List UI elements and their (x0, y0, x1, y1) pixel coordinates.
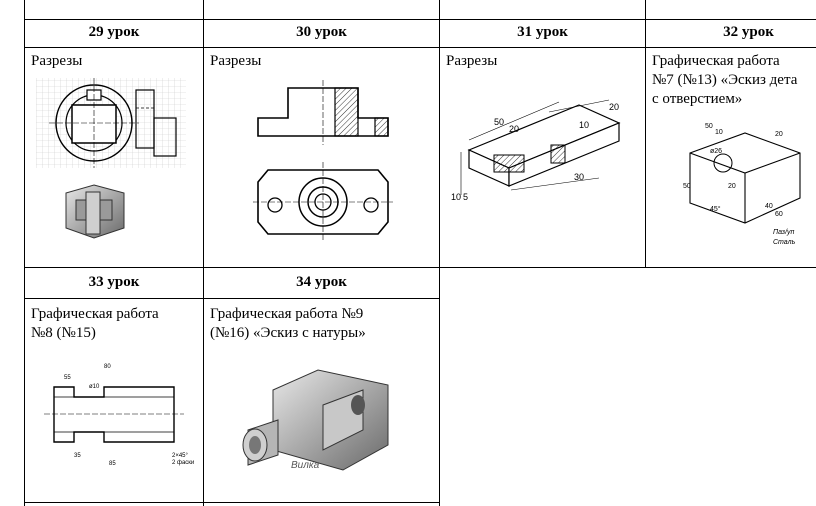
note-text: Паз/уп (773, 229, 795, 236)
drawing-33: 80 55 ø10 35 85 2×45° 2 фаски (44, 364, 194, 467)
title-line: Графическая работа №9 (210, 306, 364, 322)
lesson-header: 33 урок (88, 274, 140, 290)
lesson-title: Графическая работа №8 (№15) (31, 305, 159, 343)
lesson-header: 34 урок (296, 274, 347, 290)
lesson-title: Графическая работа №9 (№16) «Эскиз с нат… (210, 305, 366, 343)
dim-label: ø10 (89, 384, 100, 390)
grid-line (24, 267, 816, 268)
dim-label: 30 (574, 172, 584, 182)
lesson-title: Разрезы (210, 53, 262, 69)
dim-label: 10 (451, 192, 461, 202)
dim-label: 50 (705, 123, 713, 130)
grid-line (439, 0, 440, 506)
grid-line (24, 502, 439, 503)
dim-label: 20 (728, 183, 736, 190)
dim-label: 2 фаски (172, 460, 194, 466)
grid-line (24, 298, 439, 299)
title-line: Графическая работа (652, 53, 780, 69)
dim-label: 5 (463, 192, 468, 202)
grid-line (24, 47, 816, 48)
dim-label: ø26 (710, 148, 722, 155)
dim-label: 10 (715, 129, 723, 136)
grid-line (24, 19, 816, 20)
dim-label: 20 (609, 102, 619, 112)
dim-label: 80 (104, 364, 111, 370)
dim-label: 60 (775, 211, 783, 218)
lesson-title: Графическая работа №7 (№13) «Эскиз дета … (652, 52, 816, 109)
dim-label: 20 (775, 131, 783, 138)
note-text: Сталь (773, 239, 796, 246)
dim-label: 35 (74, 453, 81, 459)
dim-label: 20 (509, 124, 519, 134)
dim-label: 40 (765, 203, 773, 210)
caption-text: Вилка (291, 460, 320, 471)
drawing-34: Вилка (242, 369, 389, 471)
dim-label: 2×45° (172, 453, 189, 459)
title-line: №7 (№13) «Эскиз дета (652, 72, 798, 88)
dim-label: 10 (579, 120, 589, 130)
lesson-title: Разрезы (31, 53, 83, 69)
lesson-header: 31 урок (517, 24, 568, 40)
dim-label: 45° (710, 205, 721, 213)
title-line: №8 (№15) (31, 325, 96, 341)
dim-label: 50 (494, 117, 504, 127)
grid-line (645, 0, 646, 268)
drawing-30 (253, 80, 393, 242)
drawing-29 (36, 78, 186, 239)
drawing-31: 50 20 20 10 30 10 5 (451, 99, 621, 202)
title-line: (№16) «Эскиз с натуры» (210, 325, 366, 341)
lesson-header: 32 урок (723, 24, 774, 40)
lesson-header: 29 урок (88, 24, 140, 40)
title-line: Графическая работа (31, 306, 159, 322)
dim-label: 50 (683, 183, 691, 190)
lesson-header: 30 урок (296, 24, 347, 40)
lesson-title: Разрезы (446, 53, 498, 69)
dim-label: 85 (109, 461, 116, 467)
title-line: с отверстием» (652, 91, 743, 107)
grid-line (203, 0, 204, 506)
drawing-32: 50 10 20 ø26 50 40 60 20 45° Паз/уп Стал… (683, 123, 801, 246)
dim-label: 55 (64, 375, 71, 381)
grid-line (24, 0, 25, 506)
